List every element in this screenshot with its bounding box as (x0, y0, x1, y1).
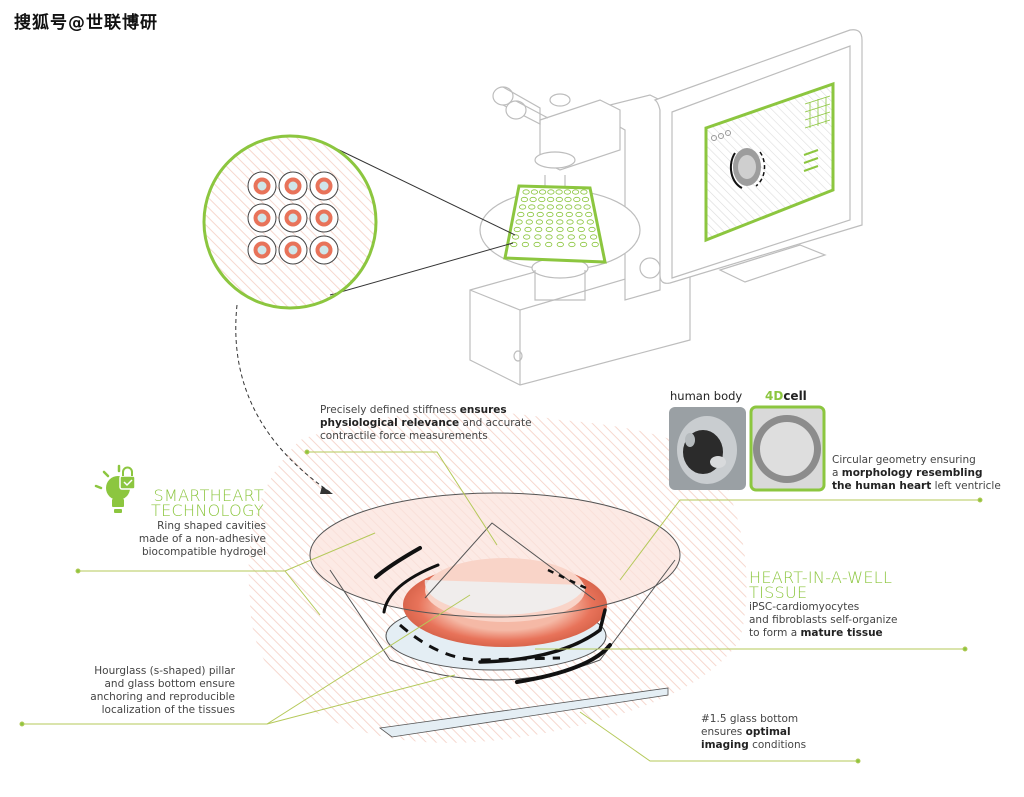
plate-well (545, 241, 553, 248)
plate-well (538, 189, 547, 195)
plate-well (556, 241, 564, 248)
plate-well (568, 241, 576, 248)
plate-well (538, 196, 546, 203)
plate-well (578, 234, 587, 240)
hourglass-label: Hourglass (s-shaped) pillar and glass bo… (90, 665, 235, 716)
plate-well (589, 234, 598, 240)
mini-tissue-ring (284, 209, 302, 227)
mini-tissue-ring (315, 177, 333, 195)
plate-well (526, 211, 535, 218)
plate-well (529, 196, 537, 203)
monitor-screen (704, 81, 835, 243)
plate-well (575, 211, 583, 218)
4dcell-image (749, 405, 826, 492)
mini-tissue-ring (284, 177, 302, 195)
plate-well (547, 189, 555, 195)
plate-well (563, 189, 572, 195)
plate-well (556, 234, 564, 240)
human-body-image (669, 407, 746, 490)
leader-lines (19, 449, 983, 764)
plate-well (545, 226, 553, 233)
mini-tissue-ring (284, 241, 302, 259)
well-cross-section (309, 492, 681, 738)
plate-well (585, 211, 593, 218)
zoom-line-bottom (329, 242, 514, 296)
stiffness-label: Precisely defined stiffness ensures phys… (320, 404, 532, 442)
plate-well (522, 189, 530, 195)
plate-well (513, 226, 521, 233)
plate-well (591, 241, 599, 248)
plate-well (521, 241, 530, 248)
plate-well (530, 189, 539, 195)
plate-well (565, 211, 573, 218)
geometry-label: Circular geometry ensuring a morphology … (832, 454, 1001, 492)
plate-well (515, 219, 523, 225)
plate-well (523, 234, 531, 240)
lightbulb-lock-icon (94, 464, 136, 513)
heart-in-well-heading: HEART-IN-A-WELL TISSUE (749, 568, 893, 602)
plate-well (556, 226, 564, 233)
plate-well (566, 219, 574, 225)
plate-well (588, 226, 596, 233)
plate-well (517, 211, 525, 218)
smartheart-description: Ring shaped cavities made of a non-adhes… (138, 520, 266, 558)
plate-well (528, 204, 536, 210)
plate-well (545, 234, 553, 240)
plate-well (525, 219, 533, 225)
plate-well (555, 196, 563, 203)
plate-well (535, 226, 543, 233)
dashed-arrow (235, 304, 331, 493)
plate-well (583, 204, 591, 210)
plate-well (510, 241, 518, 248)
plate-well (565, 204, 573, 210)
plate-well (555, 189, 563, 195)
plate-well (566, 226, 575, 233)
plate-well (536, 211, 544, 218)
mini-tissue-ring (315, 209, 333, 227)
plate-well (535, 219, 544, 225)
plate-well (546, 196, 555, 203)
plate-well (537, 204, 545, 210)
plate-well (579, 241, 588, 248)
mini-tissue-ring (253, 209, 271, 227)
plate-well (580, 189, 588, 195)
plate-well (586, 219, 594, 225)
plate-well (524, 226, 532, 233)
mini-tissue-ring (253, 241, 271, 259)
watermark: 搜狐号@世联博研 (14, 13, 158, 33)
plate-well (567, 234, 575, 240)
human-body-caption: human body (670, 389, 743, 403)
plate-well (573, 196, 581, 203)
plate-well (511, 234, 520, 240)
plate-well (546, 204, 554, 210)
plate-well (555, 204, 564, 210)
plate-well (576, 219, 584, 225)
leader-glass-bottom (579, 711, 858, 762)
smartheart-heading: SMARTHEART TECHNOLOGY (151, 486, 264, 520)
heart-in-well-description: iPSC-cardiomyocytes and fibroblasts self… (749, 601, 898, 639)
magnified-plate-view (202, 134, 378, 310)
well-plate (503, 184, 607, 264)
plate-well (556, 219, 564, 225)
plate-well (564, 196, 572, 203)
plate-well (546, 211, 554, 218)
plate-well (571, 189, 580, 195)
plate-well (518, 204, 527, 210)
plate-well (520, 196, 529, 203)
leader-geometry (619, 499, 980, 581)
leader-stiffness (307, 451, 498, 546)
plate-well (533, 241, 541, 248)
plate-well (581, 196, 590, 203)
plate-well (577, 226, 585, 233)
zoom-line-top (334, 147, 516, 236)
mini-tissue-ring (253, 177, 271, 195)
mini-tissue-ring (315, 241, 333, 259)
plate-well (574, 204, 582, 210)
plate-well (545, 219, 554, 225)
4dcell-logo: 4Dcell (765, 389, 807, 403)
plate-well (555, 211, 564, 218)
plate-well (534, 234, 542, 240)
glass-bottom-label: #1.5 glass bottom ensures optimal imagin… (701, 713, 807, 751)
